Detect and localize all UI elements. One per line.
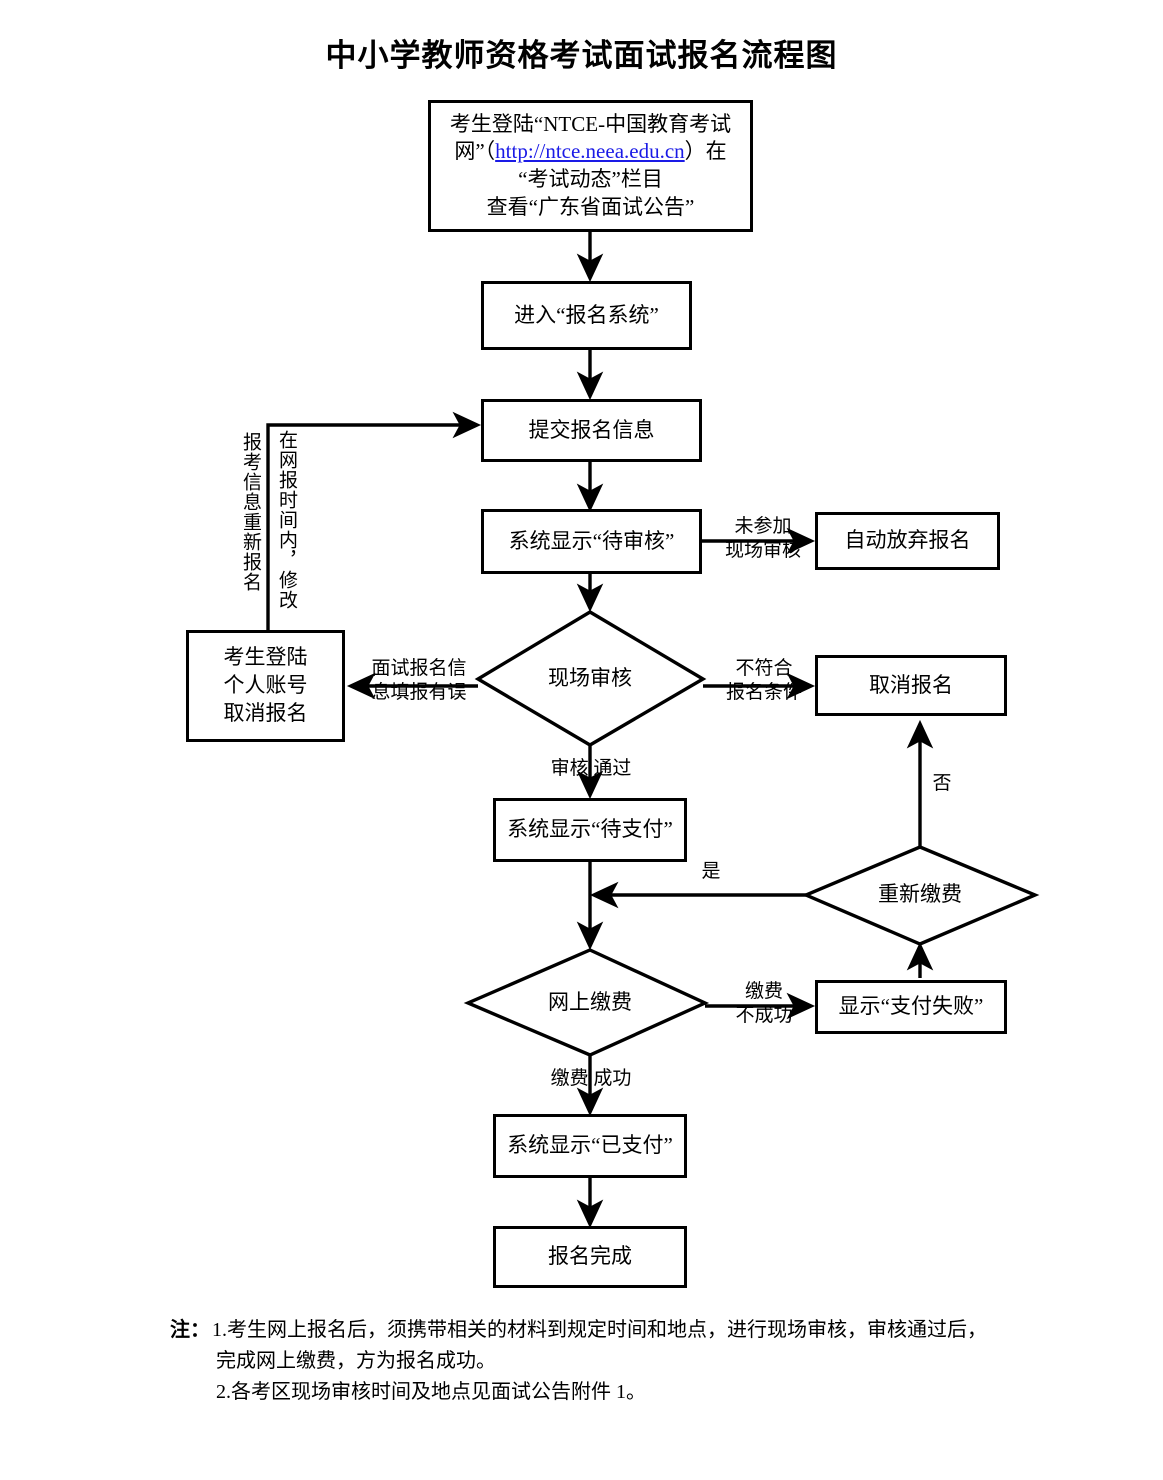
node-pending-review: 系统显示“待审核” bbox=[481, 509, 702, 574]
edge-label-review-pass: 审核 通过 bbox=[550, 758, 632, 779]
edge-label-payment-failed: 缴费 不成功 bbox=[735, 981, 793, 1027]
start-line-2: 网”（http://ntce.neea.edu.cn）在 bbox=[454, 138, 726, 166]
ntce-website-link[interactable]: http://ntce.neea.edu.cn bbox=[495, 139, 685, 164]
edge-cancel-login-to-submit bbox=[266, 411, 482, 630]
edge-label-repay-no: 否 bbox=[932, 773, 952, 794]
start-line-2-suffix: ）在 bbox=[684, 139, 727, 164]
note-1-line-2: 完成网上缴费，方为报名成功。 bbox=[216, 1350, 496, 1372]
note-row-1: 注： 1. 考生网上报名后，须携带相关的材料到规定时间和地点，进行现场审核，审核… bbox=[170, 1315, 1070, 1346]
node-auto-abandon: 自动放弃报名 bbox=[815, 512, 1000, 570]
node-onsite-review: 现场审核 bbox=[548, 666, 632, 691]
edge-label-payment-success: 缴费 成功 bbox=[550, 1068, 632, 1089]
note-2-line-1: 各考区现场审核时间及地点见面试公告附件 1。 bbox=[231, 1381, 646, 1403]
edge-label-not-qualified: 不符合 报名条件 bbox=[725, 658, 802, 704]
node-repay: 重新缴费 bbox=[878, 882, 962, 907]
start-line-3: “考试动态”栏目 bbox=[518, 167, 663, 191]
node-registration-done: 报名完成 bbox=[493, 1226, 687, 1288]
edge-label-info-error: 面试报名信 息填报有误 bbox=[371, 658, 467, 704]
edge-label-not-attend: 未参加 现场审核 bbox=[724, 516, 801, 562]
note-1-line-1: 考生网上报名后，须携带相关的材料到规定时间和地点，进行现场审核，审核通过后， bbox=[227, 1319, 987, 1341]
diamond-onsite-review bbox=[474, 610, 707, 747]
start-line-4: 查看“广东省面试公告” bbox=[486, 194, 695, 219]
edge-label-repay-yes: 是 bbox=[701, 861, 721, 882]
notes-head: 注： bbox=[170, 1319, 210, 1341]
node-online-payment: 网上缴费 bbox=[548, 990, 632, 1015]
node-paid: 系统显示“已支付” bbox=[493, 1114, 687, 1178]
diamond-repay bbox=[801, 845, 1040, 946]
node-submit-info: 提交报名信息 bbox=[481, 399, 702, 462]
diamond-online-pay bbox=[463, 948, 710, 1057]
node-cancel-login: 考生登陆 个人账号 取消报名 bbox=[186, 630, 345, 742]
note-2-number: 2. bbox=[216, 1381, 231, 1403]
node-start: 考生登陆“NTCE-中国教育考试 网”（http://ntce.neea.edu… bbox=[428, 100, 753, 232]
edge-label-reapply-vertical: 报考信息重新报名 bbox=[239, 432, 261, 592]
start-line-1: 考生登陆“NTCE-中国教育考试 bbox=[449, 111, 732, 136]
node-cancel-registration: 取消报名 bbox=[815, 655, 1007, 716]
note-1-number: 1. bbox=[212, 1319, 227, 1341]
edge-label-modify-vertical: 在网报时间内，修改 bbox=[275, 430, 297, 610]
node-enter-system: 进入“报名系统” bbox=[481, 281, 692, 350]
node-payment-failed: 显示“支付失败” bbox=[815, 980, 1007, 1034]
start-line-2-prefix: 网”（ bbox=[454, 139, 496, 164]
page-title: 中小学教师资格考试面试报名流程图 bbox=[325, 38, 838, 73]
node-pending-payment: 系统显示“待支付” bbox=[493, 798, 687, 862]
notes-section: 注： 1. 考生网上报名后，须携带相关的材料到规定时间和地点，进行现场审核，审核… bbox=[170, 1315, 1070, 1408]
note-row-2: 2. 各考区现场审核时间及地点见面试公告附件 1。 bbox=[170, 1377, 1070, 1408]
